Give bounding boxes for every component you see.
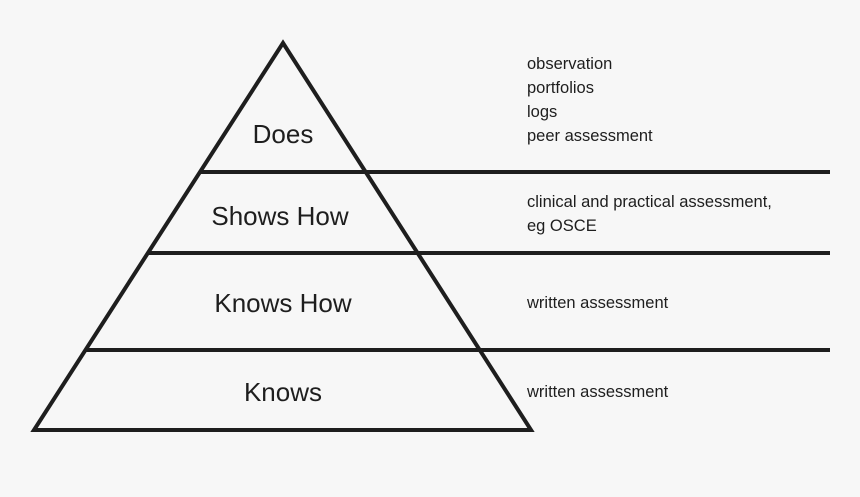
assessment-list-does: observation portfolios logs peer assessm…	[527, 52, 653, 148]
level-label-knows: Knows	[244, 377, 322, 407]
level-label-shows-how: Shows How	[211, 201, 348, 231]
level-label-knows-how: Knows How	[214, 288, 351, 318]
pyramid-outline	[30, 39, 535, 432]
assessment-item: observation	[527, 55, 613, 73]
assessment-list-knows-how: written assessment	[527, 291, 668, 315]
assessment-item: written assessment	[527, 383, 669, 401]
assessment-item: logs	[527, 103, 558, 121]
assessment-item: written assessment	[527, 294, 669, 312]
assessment-list-knows: written assessment	[527, 380, 668, 404]
assessment-list-shows-how: clinical and practical assessment, eg OS…	[527, 190, 772, 238]
assessment-item: clinical and practical assessment,	[527, 193, 772, 211]
assessment-item: peer assessment	[527, 127, 653, 145]
assessment-item: portfolios	[527, 79, 594, 97]
level-label-does: Does	[253, 119, 314, 149]
assessment-item: eg OSCE	[527, 217, 597, 235]
